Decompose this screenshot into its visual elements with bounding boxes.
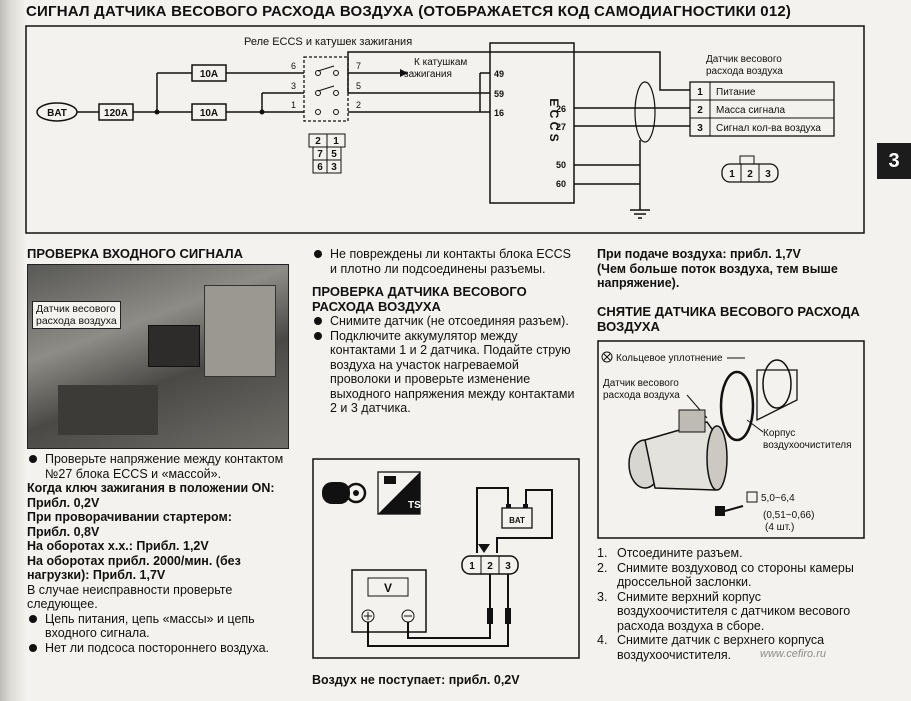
col1-2000: На оборотах прибл. 2000/мин. (без нагруз… [27,553,241,583]
battery-icon: BAT [501,504,533,529]
sensor-row-1-label: Питание [716,87,756,98]
svg-text:3: 3 [505,561,511,572]
engine-photo: Датчик весового расхода воздуха [27,264,289,449]
svg-text:1: 1 [729,169,735,180]
col3-steps: 1.Отсоедините разъем. 2.Снимите воздухов… [597,546,865,662]
ecu-pin-59: 59 [494,89,504,99]
col1-fault: В случае неисправности проверьте следующ… [27,582,233,612]
relay-pin-5: 5 [356,81,361,91]
col2-bullet-2: Подключите аккумулятор между контактами … [312,329,580,416]
relay-pin-1: 1 [291,100,296,110]
ts-icon: TS [377,471,421,515]
step-1: 1.Отсоедините разъем. [597,546,743,560]
fuse-a: 10A [200,69,218,80]
sensor-row-2-num: 2 [697,105,703,116]
coils-label-1: К катушкам [414,57,467,68]
photo-label: Датчик весового расхода воздуха [32,301,121,329]
svg-text:3: 3 [765,169,771,180]
relay-pin-6: 6 [291,61,296,71]
step-4: 4.Снимите датчик с верхнего корпуса возд… [597,633,825,662]
col3-title: СНЯТИЕ ДАТЧИКА ВЕСОВОГО РАСХОДА ВОЗДУХА [597,304,860,334]
watermark: www.cefiro.ru [760,648,827,660]
ecu-pin-27: 27 [556,122,566,132]
connector-icon [322,482,367,504]
sensor-connector-symbol: 1 2 3 [721,155,779,183]
col2-bullet-top: Не повреждены ли контакты блока ECCS и п… [312,247,580,276]
col1-bullet-3: Нет ли подсоса постороннего воздуха. [27,641,292,656]
col1-crank-2: Прибл. 0,8V [27,524,100,539]
sensor-title-1: Датчик весового [706,54,782,65]
ecu-label: E C C S [547,98,561,141]
svg-text:3: 3 [331,162,337,173]
step-2: 2.Снимите воздуховод со стороны камеры д… [597,560,854,590]
torque-value: 5,0~6,4 [761,493,795,504]
page-header: СИГНАЛ ДАТЧИКА ВЕСОВОГО РАСХОДА ВОЗДУХА … [26,3,792,20]
relay-title: Реле ECCS и катушек зажигания [244,36,412,48]
svg-text:5: 5 [331,149,337,160]
case-label-1: Корпус [763,428,795,439]
fuse-main: 120A [104,108,128,119]
fuse-b: 10A [200,108,218,119]
col1-bullet-2: Цепь питания, цепь «массы» и цепь входно… [27,612,292,641]
col1-text: Проверьте напряжение между контактом №27… [27,452,292,655]
sensor-row-1-num: 1 [697,87,703,98]
removal-diagram: Кольцевое уплотнение Датчик весового рас… [597,340,865,539]
ecu-pin-16: 16 [494,108,504,118]
col1-ign: Когда ключ зажигания в положении ON: При… [27,481,275,510]
sensor-row-3-label: Сигнал кол-ва воздуха [716,123,821,134]
mass-air-flow-sensor [628,409,728,491]
bolt-icon [715,505,744,516]
col1-crank-1: При проворачивании стартером: [27,510,232,524]
col1-title: ПРОВЕРКА ВХОДНОГО СИГНАЛА [27,246,244,261]
seal-label: Кольцевое уплотнение [616,353,723,364]
col2-caption: Воздух не поступает: прибл. 0,2V [312,673,520,687]
col3-supply: При подаче воздуха: прибл. 1,7V (Чем бол… [597,247,865,291]
torque-kgm: (0,51~0,66) [763,510,814,521]
svg-text:1: 1 [469,561,475,572]
sensor-row-3-num: 3 [697,123,703,134]
relay-pin-3: 3 [291,81,296,91]
svg-text:V: V [384,581,392,595]
chapter-tab: 3 [877,143,911,179]
ecu-pin-26: 26 [556,104,566,114]
col3-supply-1: При подаче воздуха: прибл. 1,7V [597,247,801,261]
air-cleaner-case [756,359,798,422]
svg-text:7: 7 [317,149,323,160]
col1-idle: На оборотах х.х.: Прибл. 1,2V [27,539,209,553]
col3-supply-2: (Чем больше поток воздуха, тем выше напр… [597,261,838,291]
relay-connector: 2 1 7 5 6 3 [308,133,346,174]
page-binding-shadow [0,0,26,701]
bat-label: BAT [47,108,67,119]
torque-qty: (4 шт.) [765,522,794,533]
svg-text:1: 1 [333,136,339,147]
sensor-row-2-label: Масса сигнала [716,105,785,116]
sensor-label-2: расхода воздуха [603,390,680,401]
voltmeter: V [351,569,427,633]
sensor-title-2: расхода воздуха [706,66,783,77]
col2-text: Не повреждены ли контакты блока ECCS и п… [312,247,580,416]
sensor-connector: 1 2 3 [461,544,519,575]
svg-text:BAT: BAT [509,516,525,525]
ecu-pin-50: 50 [556,160,566,170]
coils-label-2: зажигания [404,69,452,80]
case-label-2: воздухоочистителя [763,440,852,451]
svg-text:2: 2 [315,136,321,147]
col2-bullet-1: Снимите датчик (не отсоединяя разъем). [312,314,580,329]
ecu-pin-49: 49 [494,69,504,79]
o-ring [719,370,755,442]
col1-bullet-1: Проверьте напряжение между контактом №27… [27,452,292,481]
wiring-schematic: Реле ECCS и катушек зажигания BAT 120A 1… [25,25,865,234]
col2-title: ПРОВЕРКА ДАТЧИКА ВЕСОВОГО РАСХОДА ВОЗДУХ… [312,284,527,314]
sensor-label-1: Датчик весового [603,378,679,389]
relay-pin-2: 2 [356,100,361,110]
step-3: 3.Снимите верхний корпус воздухоочистите… [597,589,851,633]
svg-text:2: 2 [747,169,753,180]
svg-text:TS: TS [408,500,421,511]
sensor-test-diagram: TS BAT 1 2 3 V [312,458,580,659]
svg-text:6: 6 [317,162,323,173]
svg-text:2: 2 [487,561,493,572]
relay-pin-7: 7 [356,61,361,71]
ecu-pin-60: 60 [556,179,566,189]
